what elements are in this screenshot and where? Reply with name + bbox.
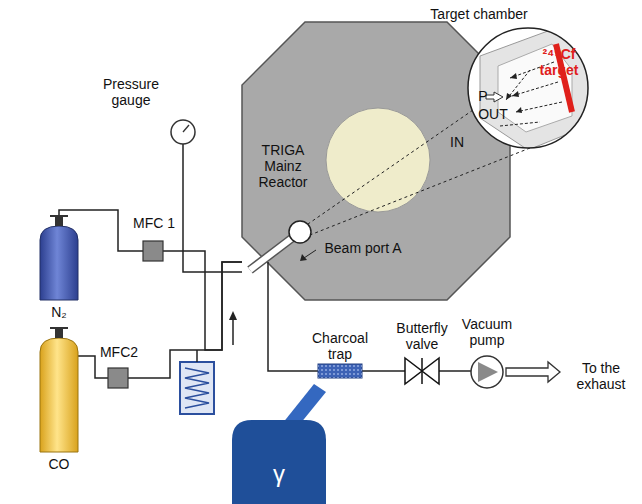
drawing-part (468, 28, 588, 148)
n2-gas-cylinder: N₂ (40, 226, 78, 300)
drawing-part (40, 216, 78, 300)
drawing-part (506, 70, 530, 100)
drawing-part (471, 356, 503, 388)
pipe-connector (439, 370, 471, 372)
mass-flow-controller: MFC 1 (143, 241, 163, 261)
exhaust-label: To the exhaust (563, 360, 639, 392)
drawing-part (185, 368, 209, 408)
drawing-part (516, 107, 522, 113)
drawing-part (310, 148, 530, 235)
drawing-part (289, 221, 311, 243)
node-text: ²⁴⁹Cf target (534, 46, 584, 78)
drawing-part (318, 364, 362, 378)
pipe (196, 350, 198, 362)
drawing-part (108, 368, 128, 388)
drawing-part (40, 226, 78, 300)
drawing-part (40, 338, 78, 452)
node-text: Charcoal trap (308, 330, 372, 362)
flow-arrow-head (229, 311, 237, 320)
chamber-label: Target chamber (424, 6, 534, 22)
node-text: MFC 1 (131, 215, 177, 231)
drawing-part (506, 93, 512, 100)
pipe-connector (362, 370, 405, 372)
drawing-part (300, 254, 307, 261)
co-gas-cylinder: CO (40, 338, 78, 452)
drawing-part (471, 356, 503, 388)
drawing-part (108, 368, 128, 388)
drawing-part (232, 384, 326, 504)
drawing-part (516, 102, 562, 112)
mass-flow-controller-shape (108, 368, 128, 388)
mass-flow-controller-shape (143, 241, 163, 261)
drawing-part (421, 358, 423, 384)
node-text: P (476, 88, 490, 104)
coil-windings (185, 368, 209, 408)
node-text: MFC2 (98, 344, 140, 360)
charcoal-trap: Charcoal trap (318, 364, 362, 378)
drawing-part (282, 384, 326, 424)
drawing-part (50, 215, 68, 217)
drawing-part (304, 250, 316, 258)
pipe-connector (183, 144, 242, 272)
drawing-part (267, 262, 269, 300)
drawing-part (171, 120, 195, 144)
drawing-part (510, 73, 517, 79)
pipe-connector (128, 262, 242, 378)
node-text: Pressure gauge (95, 76, 167, 108)
pressure-gauge: Pressure gauge (171, 120, 195, 144)
drawing-part (318, 364, 362, 378)
drawing-part (171, 120, 195, 144)
drawing-part (500, 122, 540, 126)
node-text: TRIGA Mainz Reactor (250, 142, 316, 190)
node-text: γ (259, 460, 299, 488)
co-gas-cylinder-shape (40, 338, 78, 452)
gamma-detector: γ (232, 420, 326, 504)
butterfly-valve-shape (405, 358, 439, 384)
drawing-part (468, 28, 592, 150)
butterfly-valve: Butterfly valve (405, 358, 439, 384)
drawing-part (308, 110, 473, 224)
drawing-part (506, 73, 522, 113)
charcoal-trap-shape (318, 364, 362, 378)
exhaust-arrow (506, 362, 560, 382)
drawing-part (422, 358, 439, 384)
drawing-part (480, 28, 592, 150)
drawing-part (242, 22, 510, 300)
drawing-part (50, 327, 68, 329)
drawing-part (55, 328, 63, 338)
drawing-part (478, 362, 498, 382)
drawing-part (318, 364, 362, 378)
drawing-part (55, 216, 63, 226)
drawing-part (232, 420, 326, 504)
node-text: OUT (476, 106, 510, 122)
node-text: Vacuum pump (455, 316, 519, 348)
drawing-part (143, 241, 163, 261)
node-text: CO (40, 456, 78, 472)
drawing-part (326, 108, 430, 212)
pipe-connector (268, 300, 318, 371)
target-chamber-inset: ²⁴⁹Cf targetPOUTIN (468, 28, 588, 148)
vacuum-pump: Vacuum pump (471, 356, 503, 388)
vacuum-pump-shape (471, 356, 503, 388)
node-text: IN (448, 134, 466, 150)
drawing-part (512, 91, 519, 97)
coil-box (180, 362, 214, 414)
flow-arrow (232, 318, 234, 345)
port-label: Beam port A (318, 240, 408, 256)
drawing-part (486, 92, 503, 102)
drawing-part (405, 358, 439, 384)
n2-gas-cylinder-shape (40, 226, 78, 300)
pressure-gauge-shape (171, 120, 195, 144)
node-text: N₂ (42, 304, 76, 320)
reactor-octagon: TRIGA Mainz Reactor (242, 22, 510, 300)
mass-flow-controller: MFC2 (108, 368, 128, 388)
drawing-part (40, 328, 78, 452)
node-text: Butterfly valve (389, 320, 455, 352)
drawing-part (183, 125, 189, 132)
drawing-part (143, 241, 163, 261)
drawing-part (405, 358, 422, 384)
drawing-part (480, 28, 592, 150)
pipe-connector (163, 251, 242, 350)
